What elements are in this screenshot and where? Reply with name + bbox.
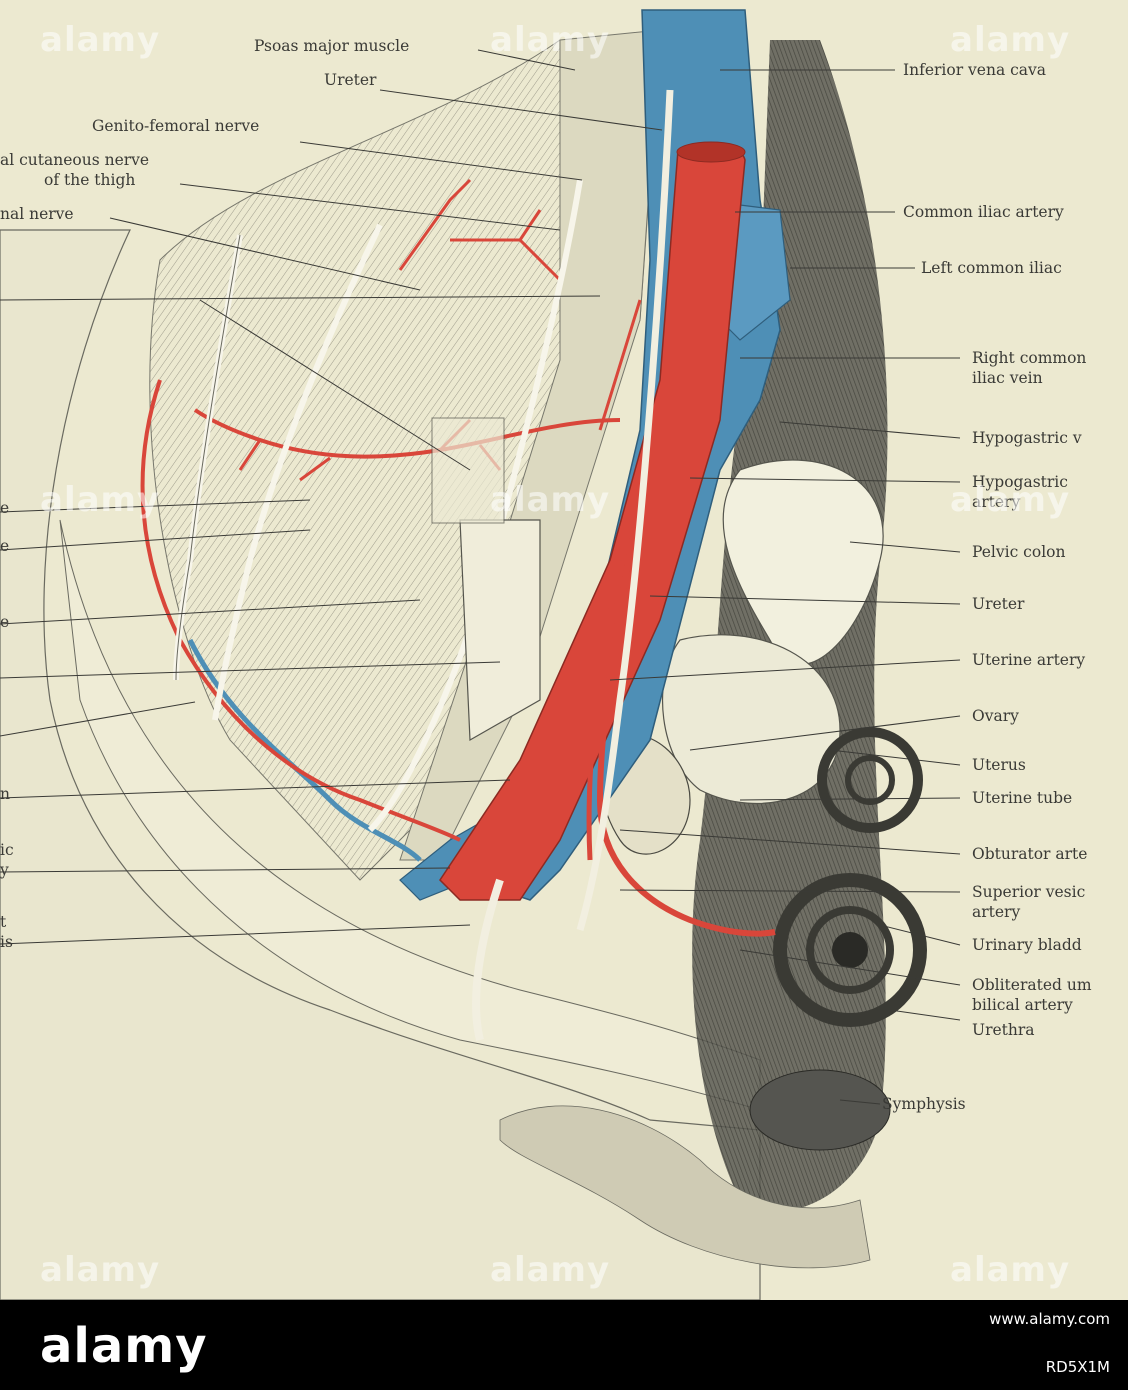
label-fragment-e1: e xyxy=(0,499,10,517)
obturator-nerve xyxy=(472,878,504,1041)
uterine-tube-ring xyxy=(817,727,923,833)
watermark-text: alamy xyxy=(40,20,161,60)
uterus-shape xyxy=(662,634,841,804)
label-uterus: Uterus xyxy=(972,756,1026,774)
label-obliterated-umbilical-line1: Obliterated um xyxy=(972,976,1092,994)
label-superior-vesical-line2: artery xyxy=(972,903,1021,921)
label-hypogastric-artery-line2: artery xyxy=(972,493,1021,511)
label-symphysis: Symphysis xyxy=(882,1095,966,1113)
label-obturator-artery: Obturator arte xyxy=(972,845,1088,863)
anatomy-plate: Psoas major muscle Ureter Genito-femoral… xyxy=(0,9,1092,1300)
watermark-text: alamy xyxy=(40,1250,161,1290)
label-inferior-vena-cava: Inferior vena cava xyxy=(903,61,1047,79)
ureter-path xyxy=(576,89,674,931)
uterine-artery-branch xyxy=(586,559,623,861)
label-urethra: Urethra xyxy=(972,1021,1035,1039)
watermark-text: alamy xyxy=(950,20,1071,60)
urinary-bladder xyxy=(773,873,927,1027)
label-fragment-e2: e xyxy=(0,537,10,555)
label-nal-nerve: nal nerve xyxy=(0,205,74,223)
watermark-text: alamy xyxy=(490,20,611,60)
pelvic-colon xyxy=(722,459,884,665)
lateral-cutaneous-nerve xyxy=(212,223,383,721)
iliolumbar-artery xyxy=(193,408,621,459)
symphysis-shape xyxy=(749,1069,891,1151)
watermark-text: alamy xyxy=(490,480,611,520)
pelvic-vessels-illustration xyxy=(0,9,961,1300)
label-right-common-iliac-line2: iliac vein xyxy=(972,369,1043,387)
label-fragment-ic: ic xyxy=(0,841,14,859)
thigh-outline xyxy=(0,229,761,1300)
label-pelvic-colon: Pelvic colon xyxy=(972,543,1066,561)
label-ureter-top: Ureter xyxy=(324,71,377,89)
stock-footer-bar: alamy www.alamy.com RD5X1M xyxy=(0,1300,1128,1390)
label-urinary-bladder: Urinary bladd xyxy=(972,936,1082,954)
pubic-hair xyxy=(499,1105,871,1269)
label-uterine-tube: Uterine tube xyxy=(972,789,1073,807)
label-ovary: Ovary xyxy=(972,707,1019,725)
label-hypogastric-artery-line1: Hypogastric xyxy=(972,473,1068,491)
footer-url: www.alamy.com xyxy=(989,1310,1110,1328)
label-common-iliac-artery: Common iliac artery xyxy=(903,203,1064,221)
label-uterine-artery: Uterine artery xyxy=(972,651,1086,669)
circumflex-artery xyxy=(140,379,461,842)
label-fragment-y: y xyxy=(0,861,9,879)
hypogastric-artery-branch xyxy=(596,499,776,937)
label-obliterated-umbilical-line2: bilical artery xyxy=(972,996,1073,1014)
watermark-text: alamy xyxy=(950,1250,1071,1290)
label-left-common-iliac: Left common iliac xyxy=(921,259,1062,277)
label-fragment-n: n xyxy=(0,785,10,803)
watermark-text: alamy xyxy=(490,1250,611,1290)
label-right-common-iliac-line1: Right common xyxy=(972,349,1087,367)
label-fragment-e3: e xyxy=(0,613,10,631)
label-ureter-right: Ureter xyxy=(972,595,1025,613)
watermark-text: alamy xyxy=(950,480,1071,520)
label-superior-vesical-line1: Superior vesic xyxy=(972,883,1086,901)
label-hypogastric-vein: Hypogastric v xyxy=(972,429,1082,447)
label-cutaneous-nerve-line1: al cutaneous nerve xyxy=(0,151,150,169)
label-genito-femoral-nerve: Genito-femoral nerve xyxy=(92,117,260,135)
artery-cut xyxy=(676,141,746,163)
femoral-nerve-trunk xyxy=(459,519,541,742)
image-id: RD5X1M xyxy=(1045,1358,1110,1376)
label-cutaneous-nerve-line2: of the thigh xyxy=(44,171,136,189)
small-vein xyxy=(187,638,422,862)
label-fragment-t: t xyxy=(0,913,7,931)
leader-lines xyxy=(0,49,961,1105)
tissue-window xyxy=(431,417,505,524)
femoral-nerve-outline xyxy=(175,234,241,681)
label-psoas-major-muscle: Psoas major muscle xyxy=(254,37,410,55)
watermark-text: alamy xyxy=(40,480,161,520)
label-fragment-is: is xyxy=(0,933,13,951)
alamy-logo: alamy xyxy=(40,1318,208,1374)
